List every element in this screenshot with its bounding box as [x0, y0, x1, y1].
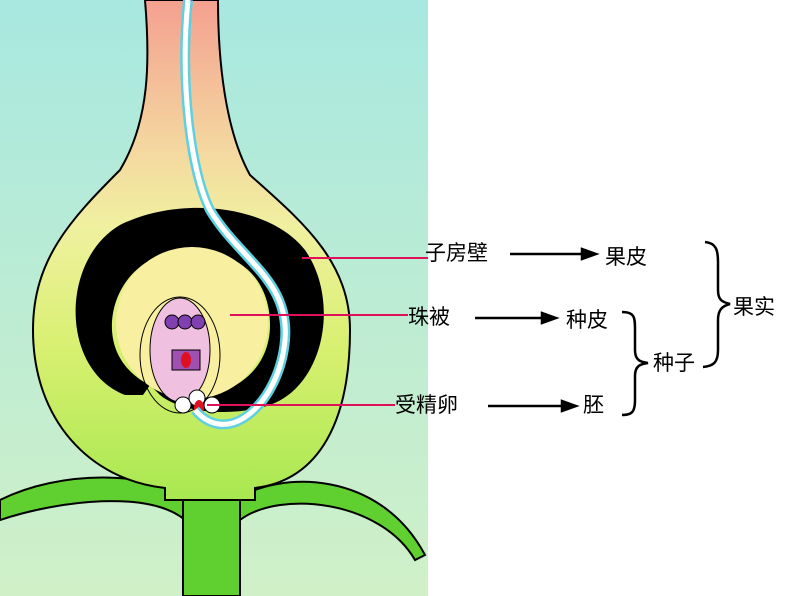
brace-seed — [621, 310, 649, 417]
label-fertilized-egg: 受精卵 — [395, 393, 458, 417]
label-seed-coat: 种皮 — [566, 308, 608, 332]
arrow-icon — [475, 247, 600, 413]
label-seed: 种子 — [653, 351, 695, 375]
ovule-outer-layer — [75, 207, 324, 413]
polar-nucleus — [181, 352, 191, 368]
label-fruit: 果实 — [733, 295, 775, 319]
label-ovary-wall: 子房壁 — [425, 241, 488, 265]
label-integument: 珠被 — [408, 305, 450, 329]
label-embryo: 胚 — [583, 393, 604, 417]
brace-fruit — [702, 240, 731, 369]
label-pericarp: 果皮 — [605, 245, 647, 269]
